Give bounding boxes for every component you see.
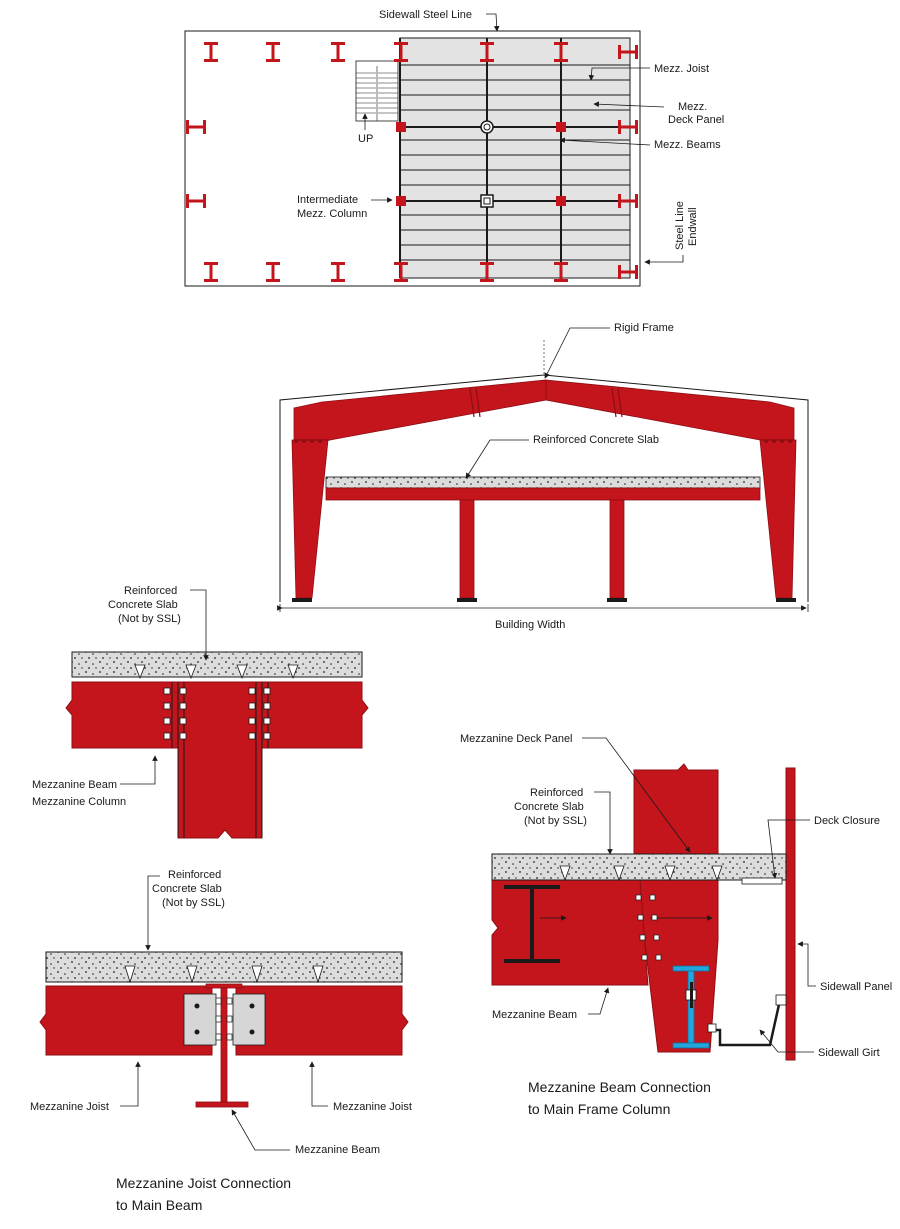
caption-joist-beam-2: to Main Beam: [116, 1197, 202, 1213]
label-up: UP: [358, 133, 373, 145]
label-building-width: Building Width: [495, 619, 565, 631]
label-d3-deck-panel: Mezzanine Deck Panel: [460, 733, 573, 745]
detail2-clip-right: [232, 993, 266, 1046]
detail2-beam-bottom-flange: [195, 1101, 249, 1108]
detail2-clip-left: [183, 993, 217, 1046]
label-intermediate: Intermediate: [297, 194, 358, 206]
detail2-beam-top-flange: [205, 983, 243, 989]
mezz-joists: [400, 64, 630, 261]
label-d3-sidewall-panel: Sidewall Panel: [820, 981, 892, 993]
label-d2-slab-3: (Not by SSL): [162, 897, 225, 909]
frame-mezz-beam: [325, 487, 761, 501]
detail3-slab: [491, 853, 787, 881]
plan-view: Sidewall Steel Line Mezz. Joist Mezz. De…: [184, 9, 724, 287]
label-d1-beam: Mezzanine Beam: [32, 779, 117, 791]
detail1-beam-left: [65, 681, 179, 749]
detail-joist-beam: Reinforced Concrete Slab (Not by SSL) Me…: [30, 869, 412, 1213]
label-reinforced-concrete-slab: Reinforced Concrete Slab: [533, 434, 659, 446]
label-d3-slab-2: Concrete Slab: [514, 801, 584, 813]
label-d1-slab-1: Reinforced: [124, 585, 177, 597]
stair: [355, 60, 399, 130]
label-d3-beam: Mezzanine Beam: [492, 1009, 577, 1021]
detail3-deck-closure: [741, 877, 783, 885]
label-steel-line: Steel Line: [674, 201, 686, 250]
detail3-i-beam: [504, 885, 560, 963]
label-endwall: Endwall: [687, 207, 699, 246]
mezz-beams: [399, 38, 630, 278]
label-mezz-joist: Mezz. Joist: [654, 63, 709, 75]
detail3-mezz-beam: [491, 879, 649, 986]
label-d1-slab-2: Concrete Slab: [108, 599, 178, 611]
label-d3-deck-closure: Deck Closure: [814, 815, 880, 827]
detail-beam-column: Reinforced Concrete Slab (Not by SSL) Me…: [32, 585, 369, 839]
detail-beam-frame-column: Mezzanine Deck Panel Reinforced Concrete…: [460, 733, 892, 1117]
detail3-frame-column: [633, 763, 719, 1053]
detail3-sidewall-panel: [785, 767, 796, 1061]
detail2-joist-right: [235, 985, 409, 1056]
label-d2-joist-right: Mezzanine Joist: [333, 1101, 412, 1113]
caption-joist-beam-1: Mezzanine Joist Connection: [116, 1175, 291, 1191]
label-d1-column: Mezzanine Column: [32, 796, 126, 808]
label-mezz-column: Mezz. Column: [297, 208, 367, 220]
frame-elevation: Rigid Frame Reinforced Concrete Slab Bui…: [277, 322, 809, 631]
label-d2-slab-2: Concrete Slab: [152, 883, 222, 895]
label-d3-sidewall-girt: Sidewall Girt: [818, 1047, 880, 1059]
label-d2-joist-left: Mezzanine Joist: [30, 1101, 109, 1113]
detail1-bolts: [163, 687, 271, 740]
label-d2-slab-1: Reinforced: [168, 869, 221, 881]
mezzanine-deck-area: [399, 37, 631, 279]
caption-beam-frame-1: Mezzanine Beam Connection: [528, 1079, 711, 1095]
detail2-beam-web: [220, 987, 228, 1105]
caption-beam-frame-2: to Main Frame Column: [528, 1101, 670, 1117]
detail3-z-girt: [712, 998, 786, 1047]
label-d1-slab-3: (Not by SSL): [118, 613, 181, 625]
detail2-slab: [45, 951, 403, 983]
detail1-slab: [71, 651, 363, 678]
label-d2-beam: Mezzanine Beam: [295, 1144, 380, 1156]
frame-mezz-column-2: [609, 499, 625, 599]
label-d3-slab-1: Reinforced: [530, 787, 583, 799]
detail1-beam-right: [261, 681, 369, 749]
label-rigid-frame: Rigid Frame: [614, 322, 674, 334]
frame-mezz-column-1: [459, 499, 475, 599]
label-deck-panel-2: Deck Panel: [668, 114, 724, 126]
label-mezz-beams: Mezz. Beams: [654, 139, 721, 151]
frame-slab: [325, 476, 761, 489]
label-sidewall-steel-line: Sidewall Steel Line: [379, 9, 472, 21]
plan-columns: [186, 42, 638, 282]
label-d3-slab-3: (Not by SSL): [524, 815, 587, 827]
label-deck-panel-1: Mezz.: [678, 101, 707, 113]
